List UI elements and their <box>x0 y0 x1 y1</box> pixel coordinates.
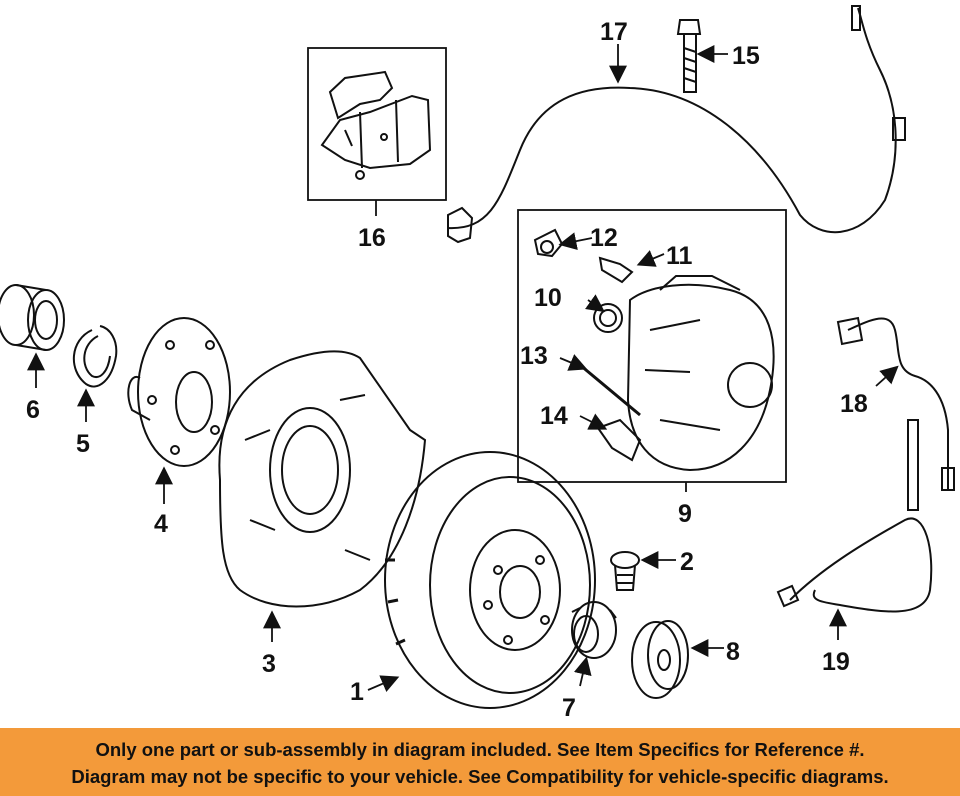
callout-1: 1 <box>350 678 364 706</box>
rotor-group <box>384 451 596 709</box>
callout-8: 8 <box>726 638 740 666</box>
callout-19: 19 <box>822 648 850 676</box>
callout-3: 3 <box>262 650 276 678</box>
callout-2: 2 <box>680 548 694 576</box>
exploded-brake-diagram: 1 2 3 4 5 6 7 8 9 10 11 12 13 14 15 16 1… <box>0 5 955 722</box>
caliper-group <box>517 209 787 483</box>
callout-5: 5 <box>76 430 90 458</box>
wear-sensor-wire-group <box>447 5 906 244</box>
callout-18: 18 <box>840 390 868 418</box>
callout-6: 6 <box>26 396 40 424</box>
dust-cap-group <box>631 620 689 699</box>
disclaimer-line-2: Diagram may not be specific to your vehi… <box>71 766 889 787</box>
abs-sensor-group <box>776 419 933 613</box>
brake-pads-group <box>307 47 447 201</box>
callout-10: 10 <box>534 284 562 312</box>
callout-4: 4 <box>154 510 168 538</box>
snap-ring-group <box>72 325 118 388</box>
axle-nut-group <box>571 601 617 659</box>
callout-11: 11 <box>666 242 693 270</box>
callout-17: 17 <box>600 18 628 46</box>
hub-group <box>127 317 231 467</box>
wheel-bearing-group <box>0 284 65 351</box>
disclaimer-line-1: Only one part or sub-assembly in diagram… <box>95 739 865 760</box>
speed-sensor-harness-group <box>836 316 955 491</box>
callout-13: 13 <box>520 342 548 370</box>
callout-15: 15 <box>732 42 760 70</box>
callout-12: 12 <box>590 224 618 252</box>
disclaimer-banner: Only one part or sub-assembly in diagram… <box>0 728 960 796</box>
callout-14: 14 <box>540 402 568 430</box>
bolt-group <box>676 19 702 93</box>
callout-labels: 1 2 3 4 5 6 7 8 9 10 11 12 13 14 15 16 1… <box>26 18 868 722</box>
callout-9: 9 <box>678 500 692 528</box>
callout-16: 16 <box>358 224 386 252</box>
plug-group <box>610 551 640 591</box>
dust-shield-group <box>218 350 427 608</box>
callout-7: 7 <box>562 694 576 722</box>
